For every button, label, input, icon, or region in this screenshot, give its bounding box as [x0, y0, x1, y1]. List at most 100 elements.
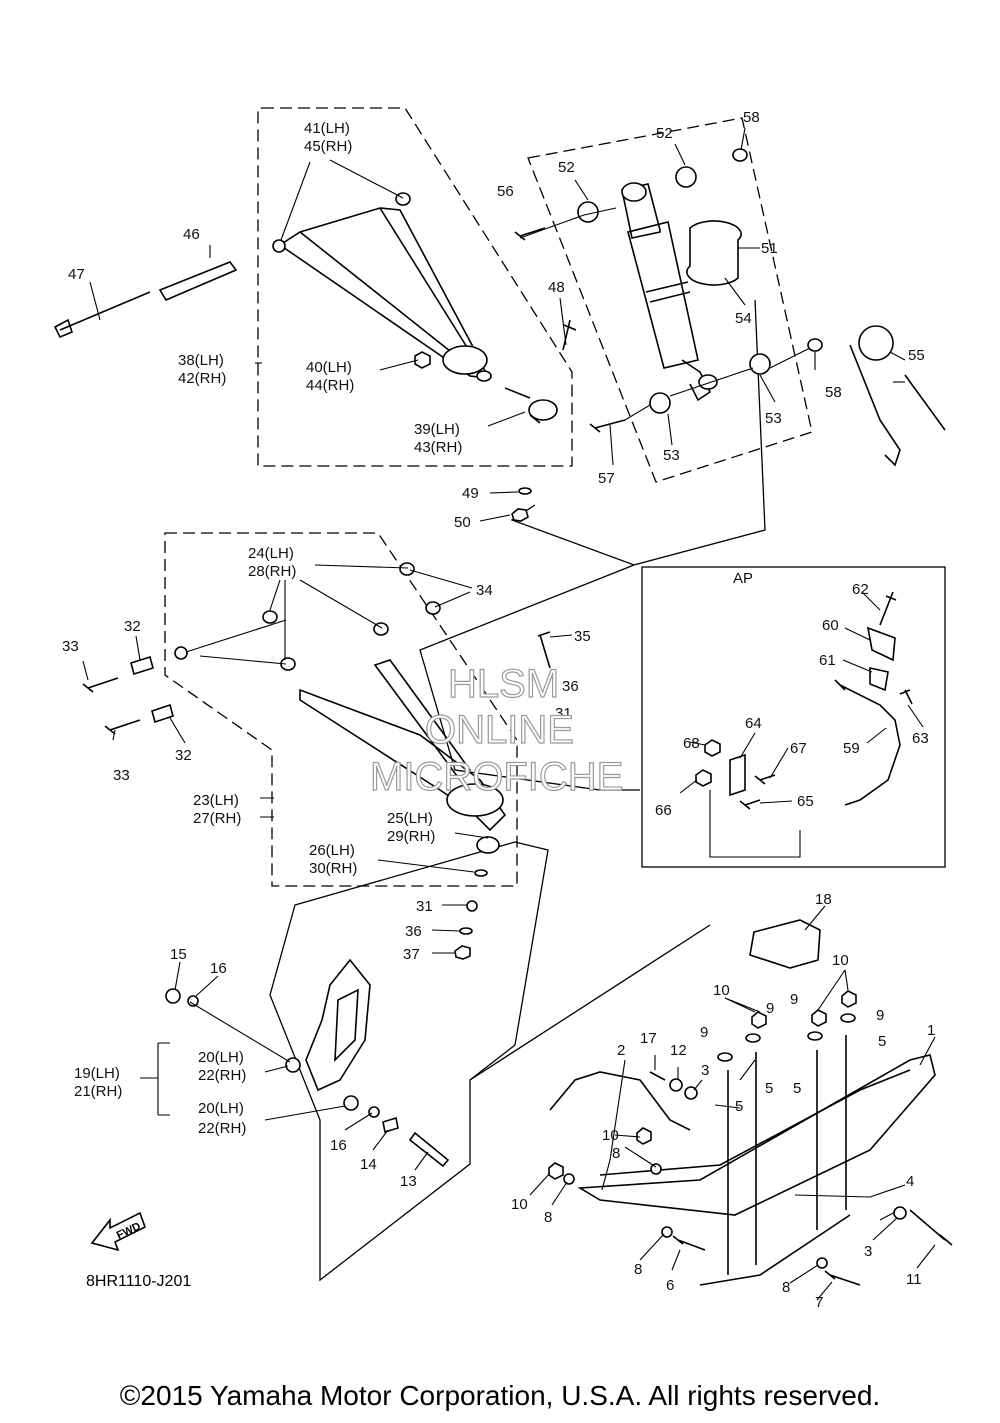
clamp-61 — [869, 667, 889, 692]
callout-67: 67 — [790, 740, 807, 757]
callout-10a: 10 — [832, 952, 849, 969]
callout-53a: 53 — [765, 410, 782, 427]
bolt-35 — [537, 631, 551, 669]
screw-63 — [899, 689, 913, 705]
callout-30: 30(RH) — [309, 860, 357, 877]
callout-23: 23(LH) — [193, 792, 239, 809]
washer-49 — [518, 487, 532, 495]
callout-9c: 9 — [876, 1007, 884, 1024]
shock-absorber — [621, 182, 718, 402]
callout-32b: 32 — [175, 747, 192, 764]
pressure-gauge-55 — [849, 325, 946, 467]
nut-10b — [811, 1009, 827, 1027]
shaft-13 — [408, 1131, 450, 1168]
callout-61: 61 — [819, 652, 836, 669]
leader-lines — [82, 127, 936, 1301]
upper-bushing-45 — [272, 239, 286, 253]
callout-13: 13 — [400, 1173, 417, 1190]
callout-64: 64 — [745, 715, 762, 732]
callout-33a: 33 — [62, 638, 79, 655]
bolt-65 — [739, 799, 761, 810]
callout-31b: 31 — [416, 898, 433, 915]
bolt-6 — [672, 1235, 706, 1251]
callout-65: 65 — [797, 793, 814, 810]
washer-36 — [459, 927, 473, 935]
bushing-25 — [476, 836, 500, 854]
washer-9a — [717, 1052, 733, 1062]
callout-12: 12 — [670, 1042, 687, 1059]
washer-8c — [661, 1226, 673, 1238]
nut-68 — [704, 739, 721, 757]
washer-9c — [807, 1031, 823, 1041]
callout-55: 55 — [908, 347, 925, 364]
callout-10d: 10 — [511, 1196, 528, 1213]
watermark-line-2: ONLINE — [425, 708, 574, 752]
callout-42: 42(RH) — [178, 370, 226, 387]
callout-22a: 22(RH) — [198, 1067, 246, 1084]
bolt-7 — [824, 1270, 861, 1286]
callout-58b: 58 — [825, 384, 842, 401]
callout-8c: 8 — [634, 1261, 642, 1278]
bolt-33a — [82, 677, 119, 693]
ball-joint-39 — [504, 387, 558, 424]
nut-10a — [751, 1011, 767, 1029]
callout-14: 14 — [360, 1156, 377, 1173]
collar-32b — [151, 703, 174, 724]
callout-60: 60 — [822, 617, 839, 634]
callout-56: 56 — [497, 183, 514, 200]
collar-31 — [466, 900, 478, 912]
bolt-11 — [909, 1209, 953, 1246]
callout-63: 63 — [912, 730, 929, 747]
callout-25: 25(LH) — [387, 810, 433, 827]
ap-inset-box — [641, 566, 946, 868]
lower-a-arm — [299, 659, 507, 832]
callout-8b: 8 — [544, 1209, 552, 1226]
watermark: HLSM ONLINE MICROFICHE — [369, 661, 624, 799]
callout-36a: 36 — [562, 678, 579, 695]
callout-11: 11 — [906, 1271, 922, 1288]
upper-bushing-41 — [395, 192, 411, 206]
callout-53b: 53 — [663, 447, 680, 464]
bushing-53a — [649, 392, 671, 414]
collar-14 — [382, 1116, 399, 1134]
bushing-24b — [262, 610, 278, 624]
callout-32a: 32 — [124, 618, 141, 635]
callout-5d: 5 — [735, 1098, 743, 1115]
callout-15: 15 — [170, 946, 187, 963]
callout-48: 48 — [548, 279, 565, 296]
callout-50: 50 — [454, 514, 471, 531]
callout-4: 4 — [906, 1173, 914, 1190]
nut-10d — [636, 1127, 652, 1145]
bolt-47 — [53, 291, 151, 339]
callout-10c: 10 — [602, 1127, 619, 1144]
washer-9b — [745, 1033, 761, 1043]
callout-26: 26(LH) — [309, 842, 355, 859]
bolt-33b — [104, 719, 141, 735]
callout-59: 59 — [843, 740, 860, 757]
washer-9d — [840, 1013, 856, 1023]
bushing-24a — [399, 562, 415, 576]
callout-68: 68 — [683, 735, 700, 752]
handle-2 — [549, 1071, 691, 1131]
bolt-48 — [562, 319, 577, 351]
callout-20a: 20(LH) — [198, 1049, 244, 1066]
callout-labels: 41(LH) 45(RH) 46 47 38(LH) 42(RH) 40(LH)… — [62, 109, 935, 1311]
fwd-arrow-icon: FWD — [90, 1211, 146, 1252]
ap-label: AP — [733, 570, 753, 587]
callout-5b: 5 — [765, 1080, 773, 1097]
diagram-code: 8HR1110-J201 — [86, 1273, 192, 1290]
washer-26 — [474, 869, 488, 877]
nut-40 — [414, 351, 431, 369]
bushing-20b — [343, 1095, 359, 1111]
callout-34: 34 — [476, 582, 493, 599]
callout-36b: 36 — [405, 923, 422, 940]
spindle-bracket-19 — [305, 958, 371, 1092]
callout-47: 47 — [68, 266, 85, 283]
callout-66: 66 — [655, 802, 672, 819]
carbide-studs-5 — [727, 1035, 847, 1275]
bushing-52a — [577, 201, 599, 223]
callout-29: 29(RH) — [387, 828, 435, 845]
watermark-line-1: HLSM — [448, 662, 559, 706]
cover-54 — [686, 220, 742, 286]
